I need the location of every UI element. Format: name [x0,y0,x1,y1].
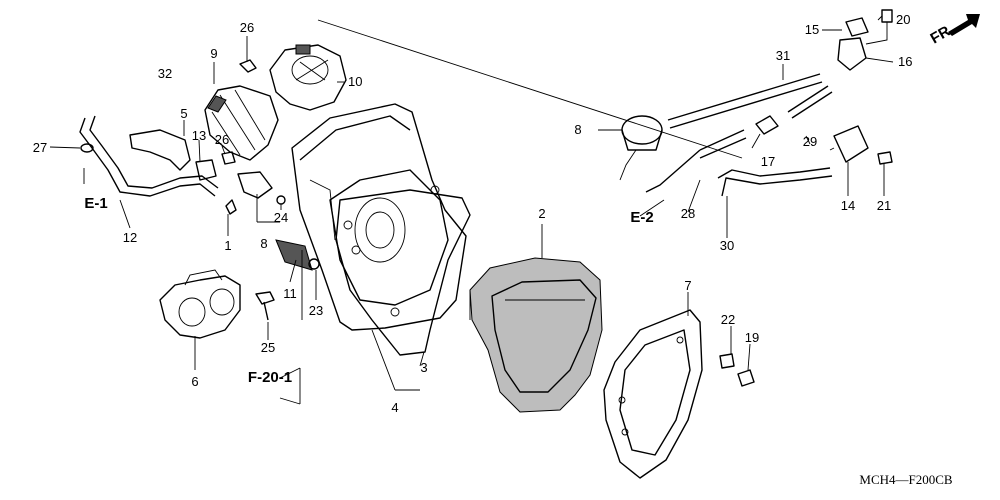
label-part-12: 12 [123,230,137,245]
label-part-8: 8 [574,122,581,137]
oring-24 [276,195,286,205]
fuel-filter [829,125,869,163]
filter-element [469,257,603,413]
hose-31 [667,73,821,121]
screw-26 [221,151,236,165]
clip-21 [877,151,893,165]
label-part-7: 7 [684,278,691,293]
bolt-25 [255,291,275,321]
label-part-19: 19 [745,330,759,345]
label-part-11: 11 [283,286,297,301]
sensor [237,171,273,199]
bolt-26-top [239,59,257,73]
air-cleaner-case [291,103,467,331]
reference-e1: E-1 [84,195,107,212]
clip-1 [225,199,237,215]
assembly-line [317,19,743,159]
label-part-18: 8 [260,236,267,251]
label-part-5: 5 [180,106,187,121]
label-part-26-top: 26 [240,20,254,35]
hose-29 [787,85,829,113]
label-part-27: 27 [33,140,47,155]
front-label: FR. [928,21,957,48]
nut-22 [719,353,735,369]
label-part-2: 2 [538,206,545,221]
hose-30 [717,167,831,179]
label-part-22: 22 [721,312,735,327]
label-part-9: 9 [210,46,217,61]
label-part-14: 14 [841,198,855,213]
drawing-code: MCH4—F200CB [859,472,953,487]
clamp [195,159,217,181]
label-part-23: 23 [309,303,323,318]
joint-17 [755,115,779,135]
connecting-tube [204,85,279,161]
label-part-29: 29 [803,134,817,149]
label-part-21: 21 [877,198,891,213]
label-part-3: 3 [420,360,427,375]
reference-e2: E-2 [630,209,653,226]
plug-27 [80,143,94,153]
hose-28 [699,129,745,151]
insulator [159,269,241,339]
label-part-26: 26 [215,132,229,147]
label-part-31: 31 [776,48,790,63]
label-part-4: 4 [391,400,398,415]
breather-hose [79,117,216,197]
label-part-20: 20 [896,12,910,27]
label-part-32: 32 [158,66,172,81]
oring-23 [308,258,320,270]
label-part-28: 28 [681,206,695,221]
label-part-10: 10 [348,74,362,89]
label-part-17: 17 [761,154,775,169]
front-arrow-icon [948,14,980,36]
label-part-13: 13 [192,128,206,143]
label-part-24: 24 [274,210,288,225]
hose-28b [645,149,701,193]
control-valve [837,9,893,71]
label-part-6: 6 [191,374,198,389]
bracket [129,129,191,171]
gasket [335,189,471,356]
cleaner-cover [603,309,703,479]
label-part-16: 16 [898,54,912,69]
leader-lines [49,15,894,405]
seal-plate [275,239,313,271]
label-part-15: 15 [805,22,819,37]
label-part-25: 25 [261,340,275,355]
label-part-1: 1 [224,238,231,253]
reference-f201: F-20-1 [248,369,292,386]
bolt-19 [737,369,755,387]
intake-housing [269,44,347,111]
label-part-30: 30 [720,238,734,253]
